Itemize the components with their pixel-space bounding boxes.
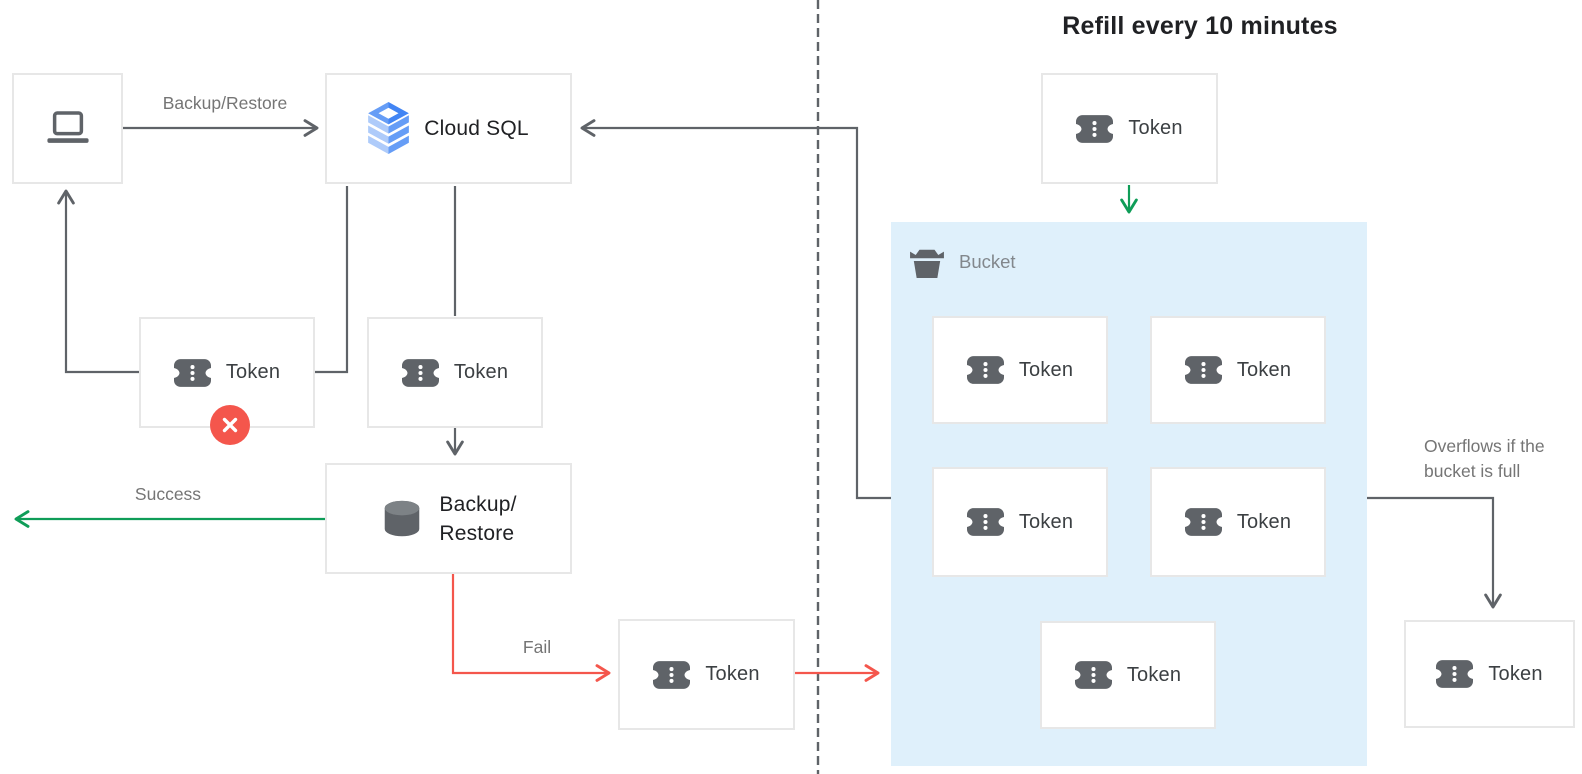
token-icon bbox=[653, 660, 691, 689]
edge-bucket-to-overflow-token bbox=[1367, 496, 1502, 609]
token-icon bbox=[966, 508, 1004, 536]
edge-label-fail: Fail bbox=[522, 637, 552, 657]
backup-restore-node: Backup/ Restore bbox=[325, 463, 572, 574]
token-icon bbox=[1076, 114, 1114, 143]
edge-label-backup-restore: Backup/Restore bbox=[162, 93, 288, 113]
token-box-bucket-3: Token bbox=[932, 467, 1108, 577]
token-icon bbox=[966, 356, 1004, 384]
token-label: Token bbox=[1128, 117, 1183, 139]
edge-fail-to-token bbox=[451, 574, 611, 682]
backup-restore-label-line2: Restore bbox=[439, 521, 515, 545]
client-node bbox=[12, 73, 123, 184]
token-icon bbox=[1184, 508, 1222, 536]
token-box-bucket-1: Token bbox=[932, 316, 1108, 424]
backup-restore-label: Backup/ Restore bbox=[439, 490, 516, 548]
token-label: Token bbox=[1126, 663, 1182, 686]
token-label: Token bbox=[1236, 358, 1292, 381]
token-box-bucket-2: Token bbox=[1150, 316, 1326, 424]
database-icon bbox=[385, 500, 420, 536]
edge-label-success: Success bbox=[134, 484, 202, 504]
edge-label-overflow: Overflows if the bucket is full bbox=[1424, 436, 1545, 481]
error-badge bbox=[210, 405, 250, 445]
token-label: Token bbox=[1018, 510, 1074, 533]
edge-rejected-token-to-cloudsql bbox=[315, 186, 349, 374]
token-label: Token bbox=[1018, 358, 1074, 381]
cloud-sql-icon bbox=[368, 102, 410, 154]
token-icon bbox=[1074, 661, 1112, 689]
cloud-sql-label: Cloud SQL bbox=[424, 116, 529, 140]
laptop-icon bbox=[46, 111, 89, 143]
bucket-icon bbox=[910, 249, 944, 278]
token-box-refill: Token bbox=[1041, 73, 1218, 184]
token-label: Token bbox=[225, 361, 281, 383]
token-icon bbox=[1436, 660, 1474, 688]
cloud-sql-node: Cloud SQL bbox=[325, 73, 572, 184]
bucket-label: Bucket bbox=[908, 246, 1016, 278]
refill-title: Refill every 10 minutes bbox=[1062, 12, 1338, 40]
token-box-inflight: Token bbox=[367, 317, 543, 428]
token-icon bbox=[1184, 356, 1222, 384]
token-icon bbox=[401, 358, 439, 387]
token-box-overflow: Token bbox=[1404, 620, 1575, 728]
error-x-icon bbox=[222, 417, 238, 433]
edge-bucket-to-cloudsql bbox=[580, 119, 891, 500]
bucket-label-text: Bucket bbox=[959, 251, 1016, 272]
token-label: Token bbox=[705, 663, 760, 685]
token-label: Token bbox=[1236, 510, 1292, 533]
token-icon bbox=[173, 358, 211, 387]
token-label: Token bbox=[453, 361, 509, 383]
edge-rejected-token-to-client bbox=[57, 189, 139, 374]
token-box-failed: Token bbox=[618, 619, 795, 730]
backup-restore-label-line1: Backup/ bbox=[439, 492, 517, 516]
token-box-bucket-4: Token bbox=[1150, 467, 1326, 577]
token-label: Token bbox=[1488, 662, 1543, 685]
token-box-bucket-5: Token bbox=[1040, 621, 1216, 729]
